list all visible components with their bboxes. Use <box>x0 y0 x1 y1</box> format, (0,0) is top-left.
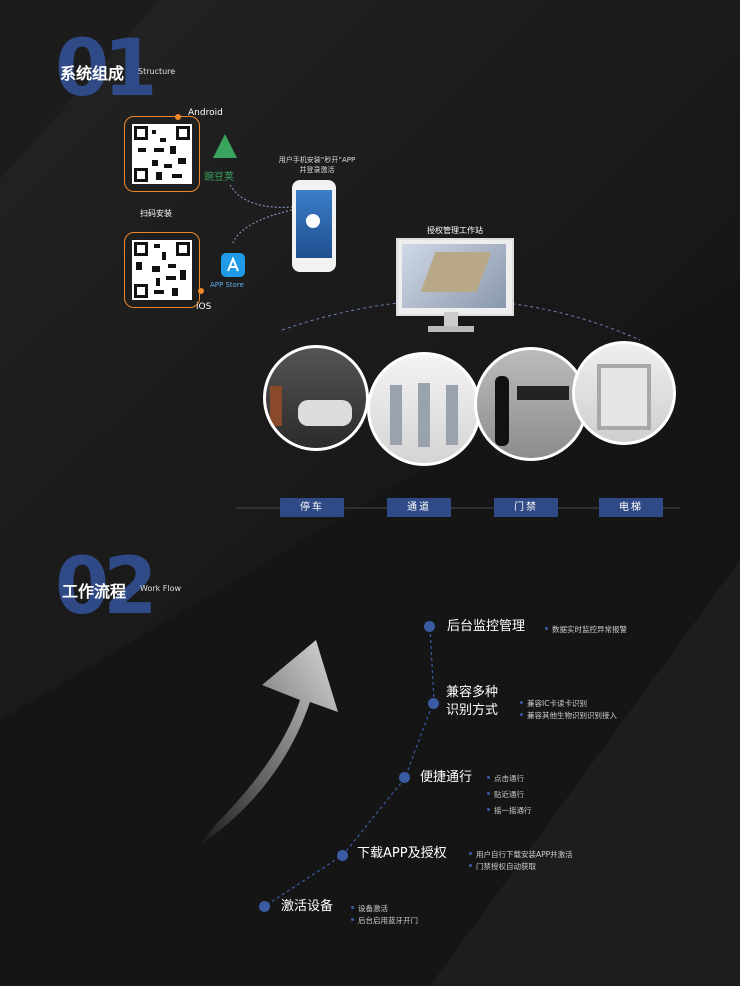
step-bullet: 设备激活 <box>351 904 388 913</box>
scan-install-label: 扫码安装 <box>140 209 172 218</box>
step-dot <box>428 698 439 709</box>
step-bullet: 贴近通行 <box>487 790 524 799</box>
app-logo-icon <box>306 214 320 228</box>
step-dot <box>259 901 270 912</box>
step-compat-title-line2: 识别方式 <box>446 703 499 718</box>
ios-label: iOS <box>196 302 212 312</box>
ios-qr-code[interactable] <box>124 232 200 308</box>
ios-dot <box>198 288 204 294</box>
qr-pattern-icon <box>134 242 190 298</box>
phone-caption-line2: 并登录激活 <box>299 166 335 174</box>
section1-number: 01 <box>55 24 158 114</box>
step-pass-title: 便捷通行 <box>420 770 473 785</box>
category-elevator[interactable]: 电梯 <box>599 498 663 517</box>
step-bullet: 用户自行下载安装APP并激活 <box>469 850 573 859</box>
category-parking[interactable]: 停车 <box>280 498 344 517</box>
step-bullet: 摇一摇通行 <box>487 806 532 815</box>
passage-photo <box>367 352 481 466</box>
access-control-photo <box>474 347 588 461</box>
step-bullet: 点击通行 <box>487 774 524 783</box>
workstation-label: 授权管理工作站 <box>427 226 483 235</box>
parking-photo <box>263 345 369 451</box>
step-monitoring-title: 后台监控管理 <box>447 619 526 634</box>
appstore-label: APP Store <box>210 281 244 289</box>
section2-title: 工作流程 <box>62 582 127 601</box>
step-dot <box>399 772 410 783</box>
step-compat-title-line1: 兼容多种 <box>446 685 499 700</box>
wandoujia-label: 豌豆荚 <box>204 172 234 183</box>
category-access-control[interactable]: 门禁 <box>494 498 558 517</box>
wandoujia-icon <box>213 134 237 158</box>
phone-image <box>292 180 336 272</box>
elevator-photo <box>572 341 676 445</box>
step-bullet: 数据实时监控异常报警 <box>545 625 627 634</box>
step-dot <box>424 621 435 632</box>
step-bullet: 后台启用蓝牙开门 <box>351 916 418 925</box>
monitor-image <box>396 238 514 316</box>
section1-subtitle: Structure <box>138 67 176 76</box>
step-dot <box>337 850 348 861</box>
android-qr-code[interactable] <box>124 116 200 192</box>
step-bullet: 门禁授权自动获取 <box>469 862 536 871</box>
step-bullet: 兼容其他生物识别识别接入 <box>520 711 617 720</box>
step-download-title: 下载APP及授权 <box>357 846 447 861</box>
phone-caption-line1: 用户手机安装“秒开”APP <box>278 156 356 164</box>
android-label: Android <box>188 108 223 118</box>
step-activate-title: 激活设备 <box>281 899 334 914</box>
step-bullet: 兼容IC卡读卡识别 <box>520 699 587 708</box>
section2-number: 02 <box>55 542 158 632</box>
category-passage[interactable]: 通道 <box>387 498 451 517</box>
section2-subtitle: Work Flow <box>140 584 182 593</box>
qr-pattern-icon <box>134 126 190 182</box>
section1-title: 系统组成 <box>60 64 125 83</box>
appstore-icon <box>221 253 245 277</box>
android-dot <box>175 114 181 120</box>
